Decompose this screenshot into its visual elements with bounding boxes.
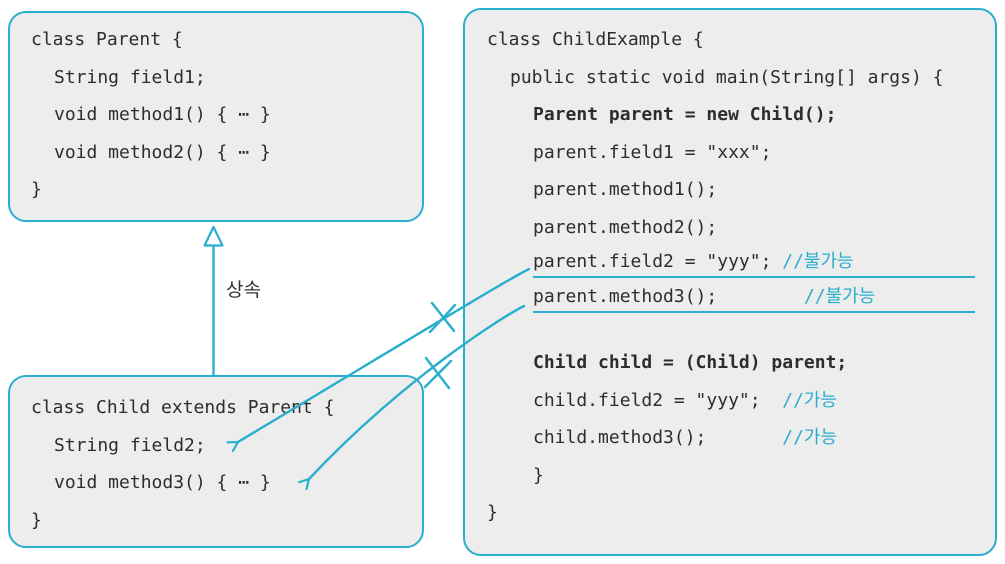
inheritance-label: 상속 — [226, 279, 261, 301]
code-line: public static void main(String[] args) { — [510, 59, 981, 97]
code-line: } — [31, 502, 404, 540]
code-line: parent.method3(); //불가능 — [533, 281, 975, 313]
code-line: void method2() { ⋯ } — [54, 134, 404, 172]
code-text: String field2; — [54, 434, 206, 456]
code-text: class Parent { — [31, 29, 183, 50]
code-text: class ChildExample { — [487, 29, 704, 50]
code-line: Child child = (Child) parent; — [533, 344, 981, 382]
parent-class-box: class Parent { String field1; void method1… — [8, 11, 424, 222]
code-text: parent.method1(); — [533, 179, 718, 200]
code-comment: //가능 — [782, 389, 838, 411]
code-line: class Parent { — [31, 21, 404, 59]
x-mark-method3-icon — [423, 356, 453, 390]
code-line: parent.field2 = "yyy"; //불가능 — [533, 246, 975, 278]
code-line: } — [31, 171, 404, 209]
code-text: parent.field2 = "yyy"; — [533, 251, 783, 272]
code-line: parent.field1 = "xxx"; — [533, 134, 981, 172]
x-mark-field2-icon — [428, 301, 457, 334]
code-comment: //불가능 — [803, 286, 876, 307]
child-example-class-box: class ChildExample { public static void m… — [463, 8, 997, 556]
code-text: } — [487, 502, 498, 523]
code-line: parent.method2(); — [533, 209, 981, 247]
code-text: void method1() { ⋯ } — [54, 104, 271, 125]
code-comment: //가능 — [782, 427, 838, 448]
code-text: Child child = (Child) parent; — [533, 352, 848, 373]
code-text: Parent parent = new Child(); — [533, 104, 837, 125]
child-class-box: class Child extends Parent { String field… — [8, 375, 424, 548]
code-text: } — [533, 464, 544, 486]
code-line: class Child extends Parent { — [31, 389, 404, 427]
code-line: Parent parent = new Child(); — [533, 96, 981, 134]
code-text: String field1; — [54, 66, 206, 88]
code-text: child.field2 = "yyy"; — [533, 389, 783, 411]
code-line: String field1; — [54, 59, 404, 97]
code-text: parent.field1 = "xxx"; — [533, 141, 772, 163]
code-line: } — [487, 494, 981, 532]
code-text: child.method3(); — [533, 427, 783, 448]
code-line: child.method3(); //가능 — [533, 419, 981, 457]
code-text: parent.method3(); — [533, 286, 804, 307]
code-comment: //불가능 — [782, 251, 854, 272]
inheritance-arrowhead-icon — [203, 225, 224, 247]
code-text: } — [31, 509, 42, 531]
code-text: public static void main(String[] args) { — [510, 66, 944, 88]
code-text: } — [31, 179, 42, 200]
code-text: void method2() { ⋯ } — [54, 141, 271, 163]
code-text: void method3() { ⋯ } — [54, 472, 271, 493]
code-text: class Child extends Parent { — [31, 397, 335, 418]
blank-line — [487, 316, 981, 344]
code-text: parent.method2(); — [533, 216, 718, 238]
code-line: String field2; — [54, 427, 404, 465]
code-line: class ChildExample { — [487, 21, 981, 59]
code-line: } — [533, 457, 981, 495]
code-line: void method3() { ⋯ } — [54, 464, 404, 502]
code-line: parent.method1(); — [533, 171, 981, 209]
code-line: void method1() { ⋯ } — [54, 96, 404, 134]
code-line: child.field2 = "yyy"; //가능 — [533, 382, 981, 420]
